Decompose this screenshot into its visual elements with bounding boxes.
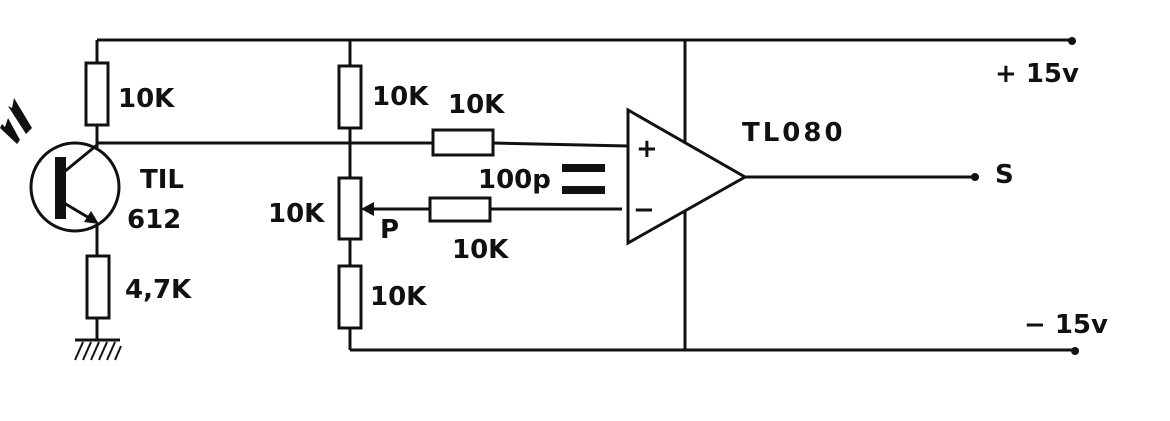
- potentiometer: [337, 176, 363, 241]
- capacitor-plate-bottom: [562, 186, 605, 194]
- plus-input-wire: [492, 141, 629, 148]
- resistor-r1: [84, 61, 110, 127]
- positive-terminal: [1068, 37, 1076, 45]
- label-output: S: [995, 160, 1014, 190]
- label-transistor-number: 612: [127, 205, 181, 235]
- phototransistor-icon: [0, 98, 121, 233]
- label-r-plus: 10K: [448, 90, 505, 120]
- label-positive-supply: + 15v: [995, 59, 1079, 89]
- label-plus-input: +: [636, 134, 658, 164]
- label-transistor-type: TIL: [140, 165, 184, 195]
- label-pot: 10K: [268, 199, 325, 229]
- label-r-minus: 10K: [452, 235, 509, 265]
- resistor-r3: [337, 264, 363, 330]
- resistor-r2: [337, 64, 363, 130]
- label-r2: 10K: [372, 82, 429, 112]
- label-minus-input: −: [633, 195, 655, 225]
- output-terminal: [971, 173, 979, 181]
- label-capacitor: 100p: [478, 165, 551, 195]
- label-negative-supply: − 15v: [1024, 310, 1108, 340]
- label-r3: 10K: [370, 282, 427, 312]
- capacitor-plate-top: [562, 164, 605, 172]
- label-r-emitter: 4,7K: [125, 275, 192, 305]
- label-opamp: TL080: [742, 118, 846, 148]
- resistor-plus: [431, 128, 495, 157]
- negative-terminal: [1071, 347, 1079, 355]
- opamp-icon: [626, 107, 749, 246]
- wiper-arrow-icon: [361, 202, 374, 216]
- ground-hatch-icon: [74, 341, 122, 361]
- resistor-emitter: [85, 254, 111, 320]
- resistor-minus: [428, 196, 492, 223]
- label-r1: 10K: [118, 84, 175, 114]
- label-pot-wiper: P: [380, 215, 399, 245]
